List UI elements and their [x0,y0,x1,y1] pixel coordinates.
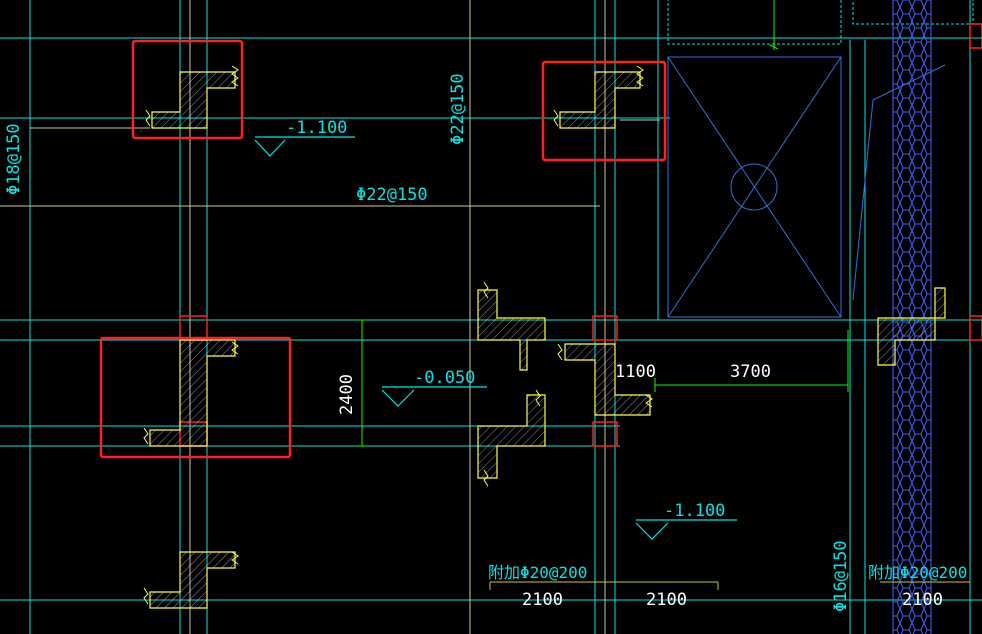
rebar-label-mid-horizontal: Φ22@150 [356,185,428,205]
dim-label-2400: 2400 [337,374,357,415]
elevation-label-top: -1.100 [286,118,347,138]
dim-label-3700: 3700 [730,362,771,382]
honeycomb-strip [892,0,932,634]
top-marker [769,0,779,50]
rebar-label-bottom-vertical: Φ16@150 [831,540,851,612]
shaft-box [667,56,946,318]
dimension-lines [356,319,849,447]
dimension-labels: 2400 1100 3700 2100 2100 2100 [337,362,943,610]
dim-label-2100-c: 2100 [902,590,943,610]
dim-label-2100-a: 2100 [522,590,563,610]
dim-label-1100: 1100 [615,362,656,382]
rebar-label-left: Φ18@150 [4,123,24,195]
column-markers [179,23,982,447]
break-marks [143,65,653,605]
rebar-label-bottom-right: 附加Φ20@200 [868,563,967,582]
elevation-label-middle: -0.050 [414,368,475,388]
elevation-label-bottom: -1.100 [664,501,725,521]
wall-sections [149,71,946,609]
dimension-lines-bottom [489,581,970,590]
labels: -1.100 -0.050 -1.100 Φ18@150 Φ22@150 Φ22… [4,73,967,612]
rebar-label-bottom-left: 附加Φ20@200 [488,563,587,582]
elevation-symbols [254,136,737,540]
highlight-boxes [99,39,667,459]
rebar-label-mid-vertical: Φ22@150 [448,73,468,145]
beam-lines [0,0,660,634]
dim-label-2100-b: 2100 [646,590,687,610]
